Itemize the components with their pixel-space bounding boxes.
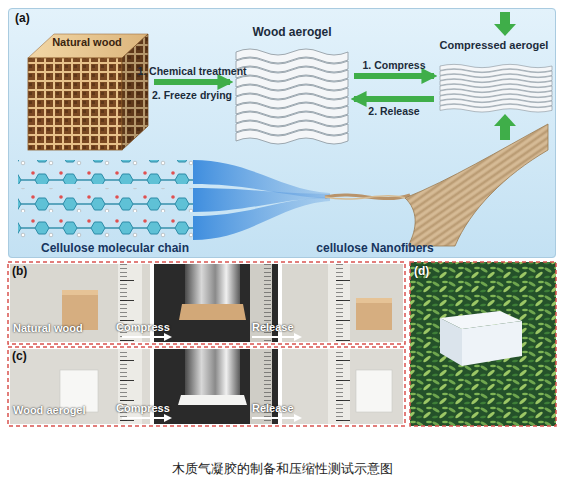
panel-frame xyxy=(410,262,556,426)
wood-side-face xyxy=(122,34,148,150)
wood-sample xyxy=(356,298,392,330)
press-arrow-shaft xyxy=(500,126,510,140)
assembly-funnel xyxy=(193,160,330,240)
step-arrow xyxy=(252,417,294,419)
wood-sample-top xyxy=(62,290,98,295)
cellulose-chains xyxy=(18,160,193,240)
aerogel-sample xyxy=(356,370,392,412)
ruler xyxy=(328,264,350,342)
ruler-ticks xyxy=(328,349,350,424)
molecular-chain xyxy=(18,216,193,240)
wood-sample-top xyxy=(356,298,392,303)
compressed-stack xyxy=(440,64,552,112)
stage-box: Natural wood xyxy=(22,28,152,154)
wood-front-face xyxy=(28,58,122,150)
stage-label: Compressed aerogel xyxy=(436,39,552,52)
stage-box: Compressed aerogel xyxy=(436,26,552,140)
annotation-label: Compress xyxy=(116,402,186,415)
wood-sample xyxy=(179,304,246,320)
photo-background xyxy=(282,264,403,342)
funnel-ribbon xyxy=(193,197,330,240)
ruler-ticks xyxy=(328,264,350,342)
step-arrow-head xyxy=(294,414,302,422)
panel-box: Natural wood Wood aerogelCompressed aerog… xyxy=(8,8,556,258)
annotation-label: 2. Freeze drying xyxy=(148,89,236,101)
ruler xyxy=(328,349,350,424)
step-arrow-head xyxy=(164,333,172,341)
aerogel-stack xyxy=(236,49,348,144)
panel-frame xyxy=(8,262,405,344)
annotation-label: (c) xyxy=(12,350,42,364)
single-fiber xyxy=(325,195,410,199)
aerogel-cube-front xyxy=(462,321,522,366)
press-arrow-head xyxy=(494,24,516,36)
press-cylinder xyxy=(185,264,240,304)
annotation-label: (b) xyxy=(12,265,42,279)
single-fiber xyxy=(325,196,410,199)
step-arrow-head xyxy=(294,333,302,341)
photo-background xyxy=(282,349,403,424)
annotation-label: Cellulose molecular chain xyxy=(20,242,210,256)
press-arrow-shaft xyxy=(500,12,510,24)
arrow-label: 2. Release xyxy=(349,105,439,117)
step-arrow xyxy=(122,336,164,338)
press-cylinder xyxy=(185,349,240,395)
annotation-label: Release xyxy=(252,321,312,334)
arrow-label: 1. Chemical treatment xyxy=(127,65,257,77)
annotation-label: Release xyxy=(252,402,312,415)
annotation-label: Natural wood xyxy=(13,322,103,335)
stage-label: Natural wood xyxy=(22,36,152,49)
nanofiber-bundle xyxy=(325,124,548,246)
wood-side-shade xyxy=(122,34,148,150)
annotation-label: cellulose Nanofibers xyxy=(290,242,460,256)
stage-box: Wood aerogel xyxy=(232,24,352,146)
annotation-label: Compress xyxy=(116,321,186,334)
aerogel-cube-side xyxy=(440,318,462,366)
panel-background xyxy=(8,8,556,258)
process-arrow xyxy=(154,79,230,85)
stage-label: Wood aerogel xyxy=(232,26,352,40)
press-arrow-head xyxy=(494,114,516,126)
arrow-label: 1. Compress xyxy=(349,59,439,71)
ruler-ticks xyxy=(328,349,350,424)
photo-strip-aerogel xyxy=(8,347,405,426)
panel-frame xyxy=(8,347,405,426)
ruler-ticks xyxy=(328,264,350,342)
annotation-label: Wood aerogel xyxy=(13,404,103,417)
molecular-chain xyxy=(18,188,193,212)
wood-block xyxy=(28,34,148,150)
aerogel-layer xyxy=(236,130,348,144)
step-arrow xyxy=(252,336,294,338)
compressed-layer xyxy=(440,104,552,112)
figure-caption: 木质气凝胶的制备和压缩性测试示意图 xyxy=(0,460,564,478)
panel-letter: (a) xyxy=(15,12,555,26)
step-arrow xyxy=(122,417,164,419)
foliage-background xyxy=(410,262,556,426)
step-arrow-head xyxy=(164,414,172,422)
molecular-chain xyxy=(18,160,193,184)
photo-strip-wood xyxy=(8,262,405,344)
photo-foliage xyxy=(410,262,556,426)
process-arrow xyxy=(354,96,434,102)
process-arrow xyxy=(354,73,434,79)
fiber-fan xyxy=(405,124,548,246)
annotation-label: (d) xyxy=(414,265,444,279)
press-arrows xyxy=(494,12,516,140)
aerogel-sample xyxy=(178,395,247,405)
